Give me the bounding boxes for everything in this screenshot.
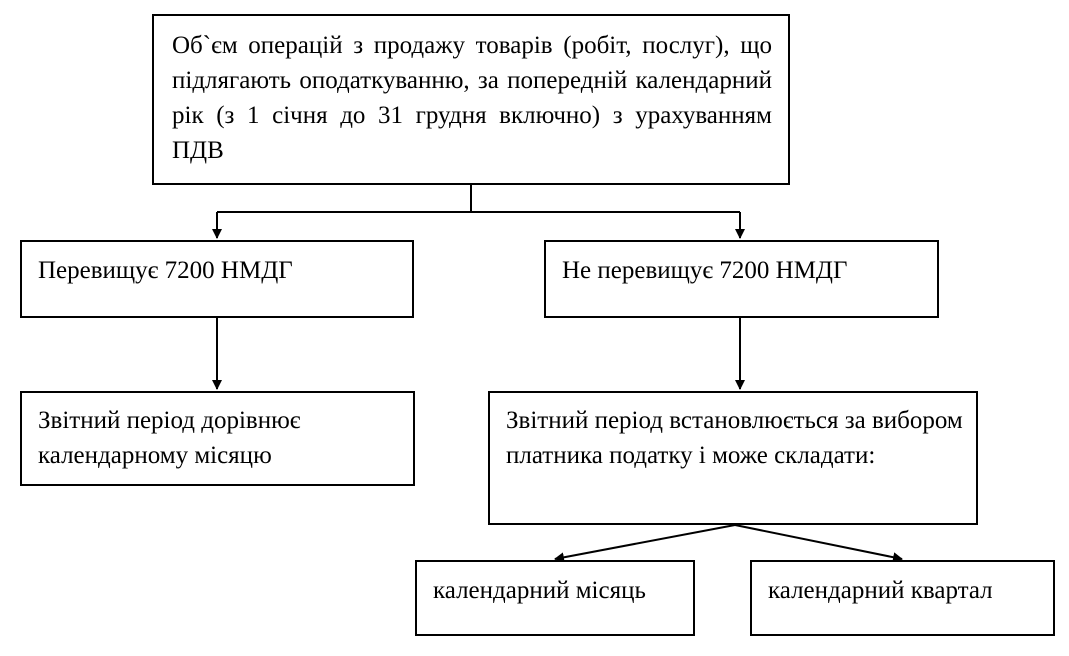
- option-quarter-label: календарний квартал: [768, 577, 993, 604]
- not-exceeds-box: Не перевищує 7200 НМДГ: [544, 240, 939, 318]
- arrow-to-option-month: [554, 524, 736, 563]
- period-choice-label: Звітний період встановлюється за вибором…: [506, 407, 963, 469]
- option-quarter-box: календарний квартал: [750, 560, 1055, 636]
- option-month-label: календарний місяць: [433, 577, 646, 604]
- period-month-label: Звітний період дорівнює календарному міс…: [38, 407, 301, 469]
- exceeds-box: Перевищує 7200 НМДГ: [20, 240, 414, 318]
- period-month-box: Звітний період дорівнює календарному міс…: [20, 391, 415, 486]
- option-month-box: календарний місяць: [415, 560, 695, 636]
- arrow-to-option-quarter: [734, 524, 903, 563]
- turnover-box: Об`єм операцій з продажу товарів (робіт,…: [152, 14, 790, 185]
- exceeds-label: Перевищує 7200 НМДГ: [38, 257, 293, 284]
- period-choice-box: Звітний період встановлюється за вибором…: [488, 391, 978, 525]
- turnover-label: Об`єм операцій з продажу товарів (робіт,…: [172, 32, 772, 164]
- not-exceeds-label: Не перевищує 7200 НМДГ: [562, 257, 848, 284]
